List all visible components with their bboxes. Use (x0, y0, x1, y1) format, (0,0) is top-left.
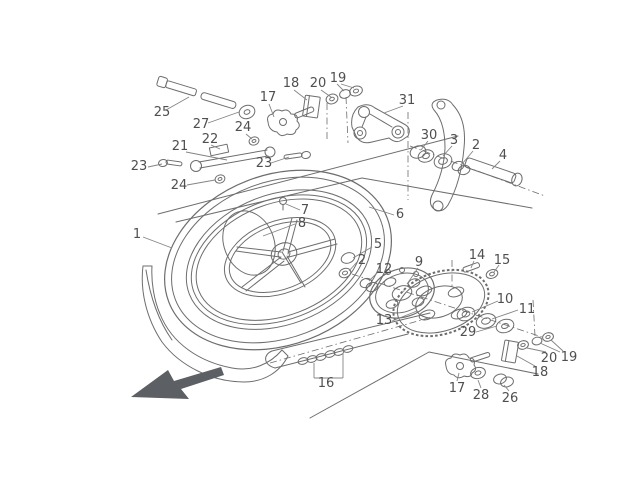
part-label-3: 3 (450, 133, 458, 148)
part-label-11: 11 (519, 302, 536, 317)
washer-19b (531, 336, 543, 346)
bolt-25 (156, 75, 197, 97)
top-adjuster-group (156, 75, 363, 137)
bearing-3 (433, 153, 453, 169)
part-label-12: 12 (376, 262, 393, 277)
part-label-7: 7 (301, 203, 309, 218)
part-label-25: 25 (154, 105, 171, 120)
plate-22 (208, 143, 230, 157)
brake-bracket-31 (351, 104, 410, 144)
part-label-8: 8 (298, 216, 306, 231)
torque-rod-group (158, 136, 311, 184)
part-label-24: 24 (235, 120, 252, 135)
swingarm-end (429, 98, 465, 212)
washer-19a (339, 89, 351, 99)
wheel-spokes (235, 217, 338, 292)
axle-group (409, 145, 523, 187)
part-label-17: 17 (260, 90, 277, 105)
part-label-15: 15 (494, 253, 511, 268)
fender-crescent (141, 265, 289, 383)
part-label-14: 14 (469, 248, 486, 263)
washer-24-bottom (214, 174, 226, 184)
part-label-5: 5 (374, 237, 382, 252)
wheel-bearing (340, 252, 356, 264)
part-label-10: 10 (497, 292, 514, 307)
collar-2a (451, 160, 465, 172)
part-label-16: 16 (318, 376, 335, 391)
part-label-23: 23 (256, 156, 273, 171)
part-label-2: 2 (472, 138, 480, 153)
part-label-24: 24 (171, 178, 188, 193)
part-label-29: 29 (460, 325, 477, 340)
drive-chain (265, 312, 431, 369)
part-label-4: 4 (499, 148, 507, 163)
washer-24-top (248, 136, 260, 146)
part-label-20: 20 (310, 76, 327, 91)
part-label-23: 23 (131, 159, 148, 174)
part-label-20: 20 (541, 351, 558, 366)
bolt-23-left (158, 158, 183, 168)
rear-sprocket (392, 268, 490, 338)
sprocket-carrier (369, 267, 435, 319)
washer-20b (517, 340, 529, 350)
rod-eye-left (190, 160, 202, 172)
sprocket-assembly (359, 267, 490, 338)
bottom-adjuster-group (445, 332, 554, 388)
part-label-21: 21 (172, 139, 189, 154)
part-label-2: 2 (358, 253, 366, 268)
part-label-17: 17 (449, 381, 466, 396)
part-label-9: 9 (415, 255, 423, 270)
rod-27 (200, 92, 237, 109)
adjuster-bolt-14 (462, 262, 481, 273)
leader-lines (142, 83, 564, 392)
washer-28 (470, 366, 486, 380)
part-label-13: 13 (376, 313, 393, 328)
part-label-18: 18 (532, 365, 549, 380)
axle-4 (464, 157, 523, 187)
collar-2b (338, 267, 352, 279)
bolt-23-right (283, 150, 311, 160)
part-label-28: 28 (473, 388, 490, 403)
part-label-22: 22 (202, 132, 219, 147)
part-label-19: 19 (330, 71, 347, 86)
rod-eye-right (264, 146, 276, 158)
direction-arrow (131, 367, 224, 399)
part-label-19: 19 (561, 350, 578, 365)
washer-29 (495, 318, 515, 334)
chain-puller-17b (445, 352, 491, 379)
damper-collar (359, 277, 373, 289)
rear-wheel (164, 169, 392, 351)
part-label-6: 6 (396, 207, 404, 222)
part-label-26: 26 (502, 391, 519, 406)
wheel-hub (270, 242, 298, 266)
brake-disc-hint (222, 210, 276, 276)
part-label-30: 30 (421, 128, 438, 143)
washer-27 (238, 104, 256, 120)
washer-stack (456, 262, 515, 334)
part-label-31: 31 (399, 93, 416, 108)
chain-links (297, 345, 354, 365)
part-label-18: 18 (283, 76, 300, 91)
swingarm-reference-lines (157, 96, 546, 419)
washer-26 (493, 373, 507, 385)
part-label-27: 27 (193, 117, 210, 132)
part-label-1: 1 (133, 227, 141, 242)
washer-15 (485, 269, 499, 279)
plate-18a (302, 94, 321, 119)
washer-20a (325, 93, 339, 105)
plate-18b (501, 339, 520, 364)
